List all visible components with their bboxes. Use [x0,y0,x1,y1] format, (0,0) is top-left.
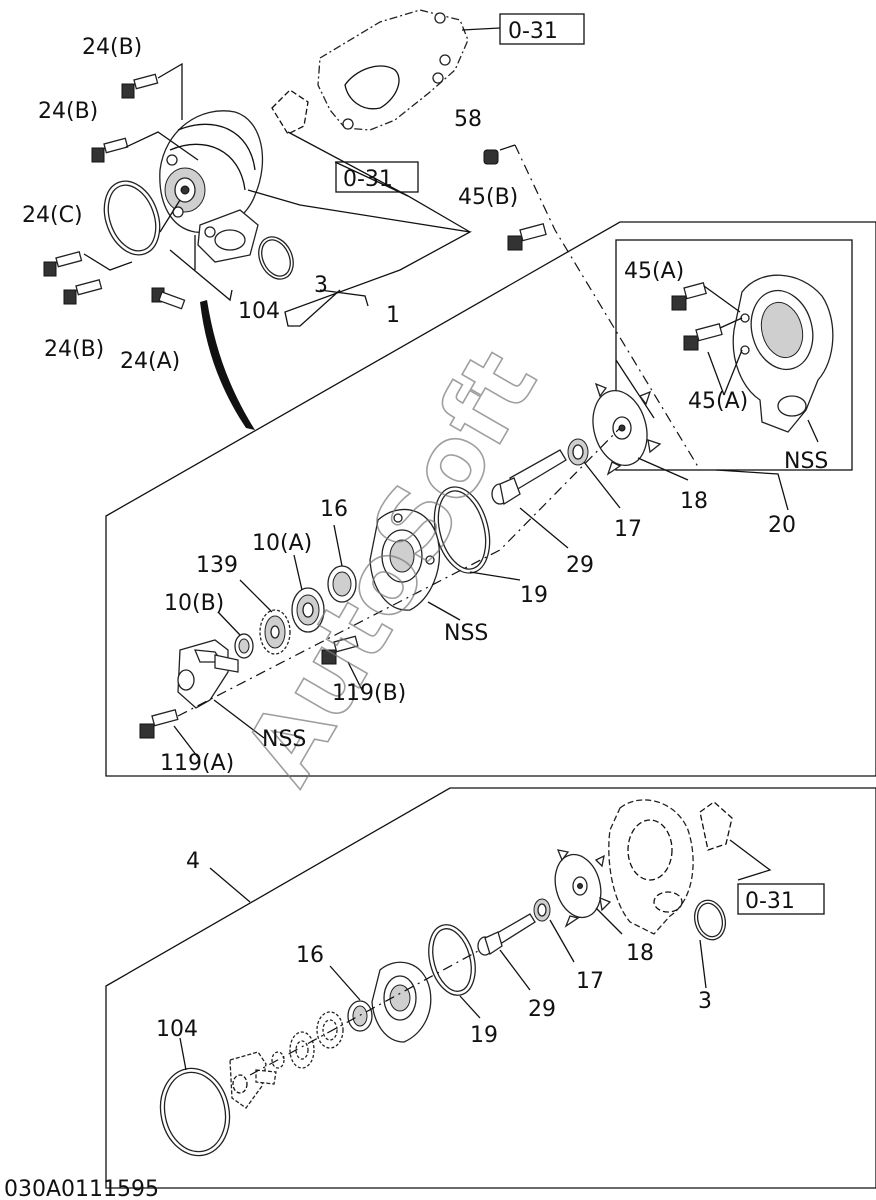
bearing-16-top [327,565,357,603]
ref-box-0-31-a [499,13,585,45]
bolt-24b-2 [91,137,129,163]
label-24b-2: 24(B) [38,99,98,124]
bracket-dashed [229,1051,277,1109]
label-119b: 119(B) [332,681,406,706]
label-104-top: 104 [238,299,280,324]
label-18-bottom: 18 [626,941,654,966]
label-45a-2: 45(A) [688,389,748,414]
ref-0-31-b: 0-31 [343,167,393,192]
seal-17-bottom [533,898,551,922]
label-20: 20 [768,513,796,538]
detail-box-20 [105,221,876,777]
gasket-outline [271,89,309,135]
label-4: 4 [186,849,200,874]
bearing-10b [234,633,254,659]
outlet-housing [317,9,469,131]
gasket-bottom [699,801,733,851]
impeller-18 [592,382,662,476]
bracket-nss [177,639,239,709]
top-assembly [43,9,701,471]
cover-nss [369,508,440,611]
label-19-bottom: 19 [470,1023,498,1048]
label-24a: 24(A) [120,349,180,374]
callout-labels: 0-31 0-31 0-31 24(B) 24(B) 24(C) 24(B) 2… [4,13,828,1200]
label-nss-1: NSS [784,449,828,474]
bolt-24b-3 [63,278,103,305]
bolt-119a [139,708,179,739]
label-29-top: 29 [566,553,594,578]
bearing-dashed [316,1011,344,1049]
ref-0-31-c: 0-31 [745,889,795,914]
label-16-top: 16 [320,497,348,522]
label-119a: 119(A) [160,751,234,776]
cover-bottom [371,961,432,1043]
pump-body [159,110,264,263]
label-nss-2: NSS [444,621,488,646]
label-10a: 10(A) [252,531,312,556]
label-45b: 45(B) [458,185,518,210]
label-29-bottom: 29 [528,997,556,1022]
label-3-bottom: 3 [698,989,712,1014]
label-1: 1 [386,303,400,328]
shaft-29 [491,449,567,506]
ref-box-0-31-c [737,883,825,915]
label-58: 58 [454,107,482,132]
bolt-24c [43,250,83,277]
label-139: 139 [196,553,238,578]
bolt-45b [507,222,547,251]
bolt-119b [321,635,359,665]
label-24b-1: 24(B) [82,35,142,60]
bolt-45a-1 [671,282,707,311]
label-24c: 24(C) [22,203,83,228]
plug-58 [483,149,499,165]
detail-box-4 [105,787,876,1189]
label-18-top: 18 [680,489,708,514]
label-45a-1: 45(A) [624,259,684,284]
nss-box-20 [615,239,853,471]
bolt-24b-1 [121,73,159,99]
label-3-top: 3 [314,273,328,298]
bolt-45a-2 [683,322,723,351]
bearing-10a [291,587,325,633]
housing-20 [732,274,834,433]
gear-dashed [289,1031,315,1069]
label-24b-3: 24(B) [44,337,104,362]
ref-0-31-a: 0-31 [508,19,558,44]
bearing-16-bottom [347,1000,373,1032]
drawing-code: 030A0111595 [4,1177,159,1200]
shaft-29-bottom [477,913,536,956]
label-17-bottom: 17 [576,969,604,994]
ref-box-0-31-b [335,161,419,193]
label-10b: 10(B) [164,591,224,616]
label-17-top: 17 [614,517,642,542]
impeller-18-bottom [554,849,612,928]
label-104-bottom: 104 [156,1017,198,1042]
label-19-top: 19 [520,583,548,608]
housing-bottom [608,799,694,935]
label-nss-3: NSS [262,727,306,752]
label-16-bottom: 16 [296,943,324,968]
seal-17 [567,438,589,466]
bolt-24a [151,287,186,310]
gear-139 [259,609,291,655]
detail-arrow [200,300,255,430]
